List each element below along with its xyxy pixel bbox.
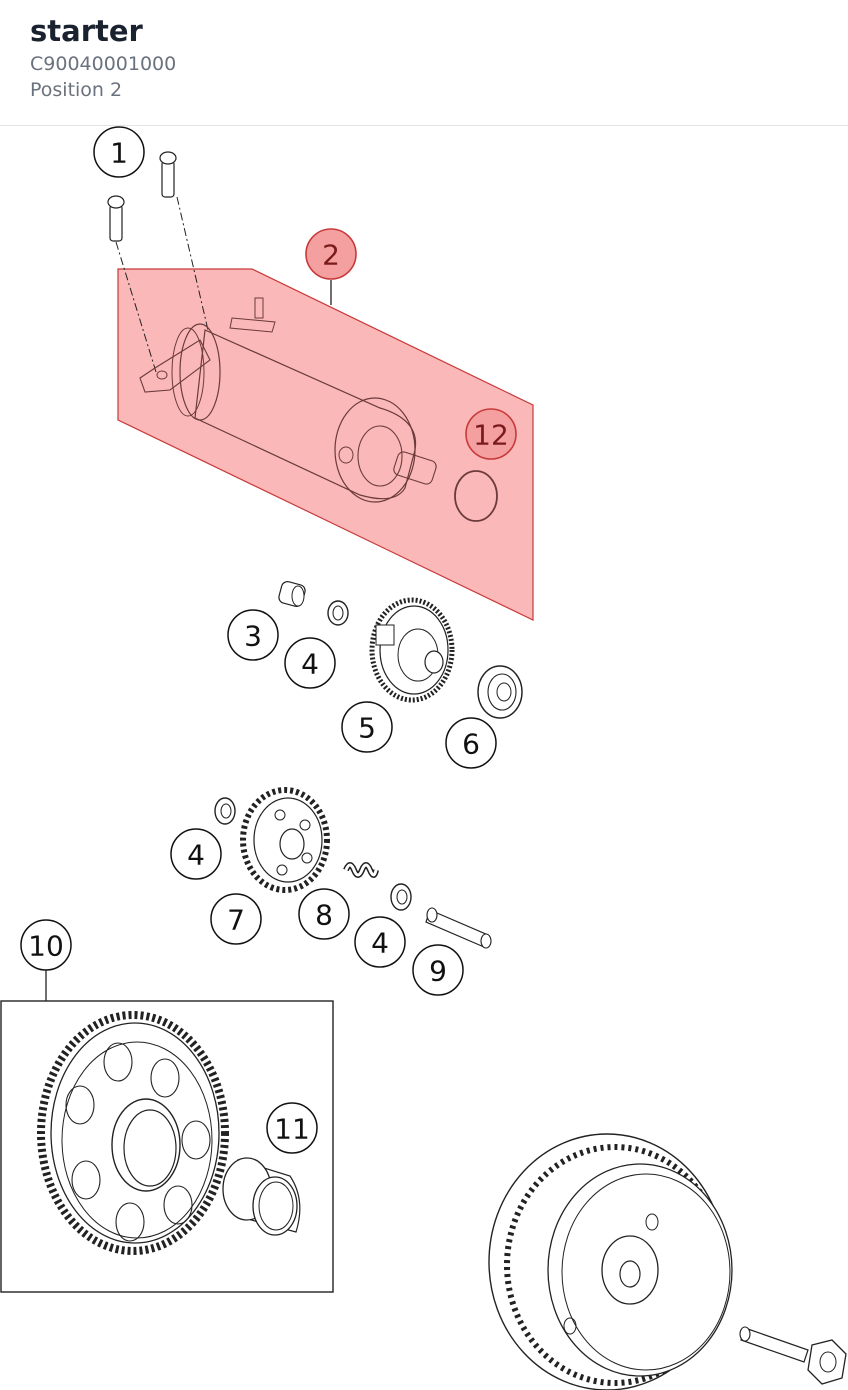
part-number: C90040001000	[30, 53, 177, 75]
washer-lower-drawing	[390, 883, 412, 911]
starter-clutch-box[interactable]	[0, 1000, 334, 1293]
callout-9[interactable]: 9	[412, 944, 464, 996]
intermediate-gear-drawing	[369, 597, 455, 703]
callout-9-label: 9	[429, 955, 447, 988]
drive-gear-drawing	[240, 787, 330, 893]
position-label: Position 2	[30, 79, 123, 101]
callout-5-label: 5	[358, 712, 376, 745]
callout-7[interactable]: 7	[210, 893, 262, 945]
callout-5[interactable]: 5	[341, 701, 393, 753]
highlight-region-starter-motor[interactable]	[117, 268, 534, 621]
callout-11-label: 11	[274, 1113, 310, 1146]
callout-6[interactable]: 6	[445, 717, 497, 769]
needle-bearing-drawing	[222, 1157, 301, 1236]
callout-4-middle-label: 4	[187, 839, 205, 872]
callout-11[interactable]: 11	[266, 1102, 318, 1154]
header: starter C90040001000 Position 2	[0, 0, 848, 126]
washer-mid-left-drawing	[214, 797, 236, 825]
bearing-drawing	[477, 665, 523, 719]
starter-motor-drawing	[139, 297, 437, 503]
callout-3-label: 3	[244, 620, 262, 653]
callout-6-label: 6	[462, 728, 480, 761]
page-title: starter	[30, 14, 143, 48]
callout-4-lower-label: 4	[371, 927, 389, 960]
bushing-drawing	[278, 581, 306, 607]
callout-10-label: 10	[28, 930, 64, 963]
callout-2-label: 2	[322, 239, 340, 272]
flywheel-bolt-drawing	[739, 1326, 847, 1385]
shaft-drawing	[425, 907, 492, 949]
callout-1[interactable]: 1	[93, 126, 145, 178]
callout-10[interactable]: 10	[20, 919, 72, 971]
callout-1-label: 1	[110, 137, 128, 170]
callout-12-label: 12	[473, 419, 509, 452]
screw-right-drawing	[159, 151, 209, 331]
callout-3[interactable]: 3	[227, 609, 279, 661]
callout-4-middle[interactable]: 4	[170, 828, 222, 880]
washer-top-drawing	[327, 600, 349, 626]
callout-2[interactable]: 2	[305, 228, 357, 280]
starter-clutch-gear-drawing	[37, 1011, 229, 1255]
callout-8[interactable]: 8	[298, 888, 350, 940]
o-ring-drawing	[454, 470, 498, 522]
callout-4-upper-label: 4	[301, 648, 319, 681]
callout-8-label: 8	[315, 899, 333, 932]
spring-drawing	[343, 862, 379, 878]
callout-7-label: 7	[227, 904, 245, 937]
callout-4-lower[interactable]: 4	[354, 916, 406, 968]
flywheel-drawing	[488, 1133, 733, 1390]
screw-left-drawing	[107, 195, 157, 373]
callout-12[interactable]: 12	[465, 408, 517, 460]
callout-4-upper[interactable]: 4	[284, 637, 336, 689]
